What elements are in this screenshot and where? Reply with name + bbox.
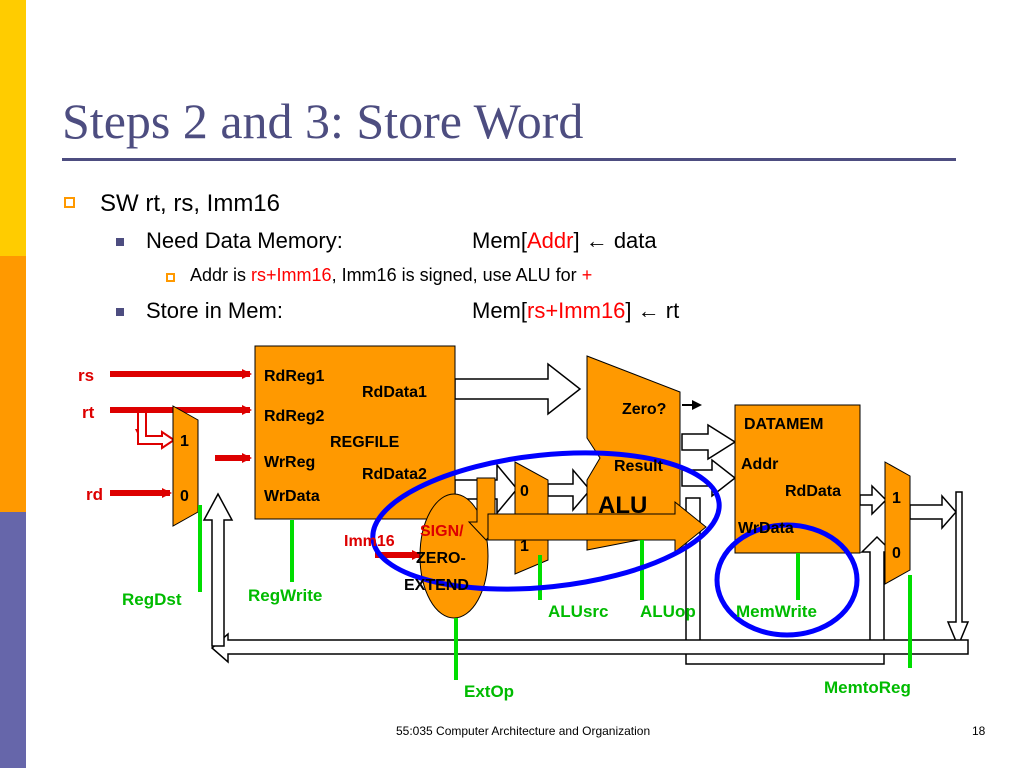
expr-part: Mem[ <box>472 298 527 323</box>
bullet-addr-is: Addr is rs+Imm16, Imm16 is signed, use A… <box>190 265 592 286</box>
bullet-expression: Mem[Addr] ← data <box>472 228 657 254</box>
footer-page-number: 18 <box>972 724 986 738</box>
label-memwrite: MemWrite <box>736 602 817 621</box>
label-rdreg2: RdReg2 <box>264 408 325 425</box>
bus-arrow-writeback <box>946 491 970 648</box>
bullet-label: Need Data Memory: <box>146 228 343 253</box>
bullet-filled-square-icon <box>116 238 124 246</box>
label-alusrc-mux-0: 0 <box>520 483 529 500</box>
label-regfile: REGFILE <box>330 434 400 451</box>
label-addr: Addr <box>741 456 778 473</box>
highlight-memwrite <box>714 522 860 638</box>
label-alu: ALU <box>598 492 647 519</box>
label-zero: Zero? <box>622 401 666 418</box>
bus-arrow-datamem-rddata <box>859 484 888 516</box>
title-underline <box>62 158 956 161</box>
bus-arrow-alu-result <box>681 458 737 498</box>
bullet-need-data-memory: Need Data Memory: Mem[Addr] ← data <box>146 228 657 254</box>
label-rd: rd <box>86 485 103 504</box>
mux-regdst <box>172 405 199 527</box>
bullet-square-icon <box>166 273 175 282</box>
arrow-rt-to-mux-head <box>137 411 176 450</box>
regfile-block <box>254 345 456 520</box>
expr-highlight: Addr <box>527 228 574 253</box>
label-wrdata: WrData <box>264 488 320 505</box>
label-rddata1: RdData1 <box>362 384 427 401</box>
label-datamem-wrdata: WrData <box>738 520 794 537</box>
expr-highlight: rs+Imm16 <box>527 298 626 323</box>
bullet-filled-square-icon <box>116 308 124 316</box>
label-extend-zero: ZERO- <box>416 550 466 567</box>
expr-part: ] ← data <box>573 228 657 253</box>
label-regdst-mux-1: 1 <box>180 433 189 450</box>
mux-memtoreg <box>884 461 911 585</box>
label-rs: rs <box>78 366 94 385</box>
label-imm16: Imm16 <box>344 533 395 550</box>
label-extop: ExtOp <box>464 682 514 701</box>
expr-part: ] ← rt <box>625 298 680 323</box>
text-highlight: + <box>581 265 593 285</box>
label-result: Result <box>614 458 664 475</box>
label-wrreg: WrReg <box>264 454 315 471</box>
label-memtoreg: MemtoReg <box>824 678 911 697</box>
accent-bar-orange <box>0 256 26 512</box>
bullet-expression: Mem[rs+Imm16] ← rt <box>472 298 679 324</box>
bus-arrow-writeback-loop <box>210 632 969 664</box>
bus-arrow-up-to-wrdata <box>202 492 234 647</box>
bullet-sw-instruction: SW rt, rs, Imm16 <box>100 190 280 217</box>
label-datamem: DATAMEM <box>744 416 823 433</box>
highlight-alu-path <box>370 450 722 592</box>
label-memtoreg-mux-1: 1 <box>892 490 901 507</box>
label-rt: rt <box>82 403 95 422</box>
label-alusrc: ALUsrc <box>548 602 608 621</box>
footer-course: 55:035 Computer Architecture and Organiz… <box>396 724 651 738</box>
slide-title: Steps 2 and 3: Store Word <box>62 93 584 149</box>
label-memtoreg-mux-0: 0 <box>892 545 901 562</box>
bullet-square-icon <box>64 197 75 208</box>
text-highlight: rs+Imm16 <box>251 265 332 285</box>
label-regwrite: RegWrite <box>248 586 322 605</box>
bus-arrow-mux-to-alu <box>547 467 591 513</box>
bus-arrow-mux-out <box>909 494 957 530</box>
text-part: , Imm16 is signed, use ALU for <box>331 265 582 285</box>
label-regdst-mux-0: 0 <box>180 488 189 505</box>
label-extend-sign: SIGN/ <box>420 523 464 540</box>
expr-part: Mem[ <box>472 228 527 253</box>
bus-arrow-rddata1 <box>454 362 582 416</box>
text-part: Addr is <box>190 265 252 285</box>
bullet-label: Store in Mem: <box>146 298 283 323</box>
label-extend-extend: EXTEND <box>404 577 469 594</box>
label-rddata: RdData <box>785 483 841 500</box>
bullet-store-in-mem: Store in Mem: Mem[rs+Imm16] ← rt <box>146 298 679 324</box>
accent-bar-purple <box>0 512 26 768</box>
label-rdreg1: RdReg1 <box>264 368 325 385</box>
arrow-imm-to-datamem <box>487 500 707 554</box>
label-alusrc-mux-1: 1 <box>520 538 529 555</box>
bus-arrow-to-datamem-wrdata <box>681 423 737 461</box>
accent-bar-yellow <box>0 0 26 256</box>
label-regdst: RegDst <box>122 590 182 609</box>
label-aluop: ALUop <box>640 602 696 621</box>
label-rddata2: RdData2 <box>362 466 427 483</box>
